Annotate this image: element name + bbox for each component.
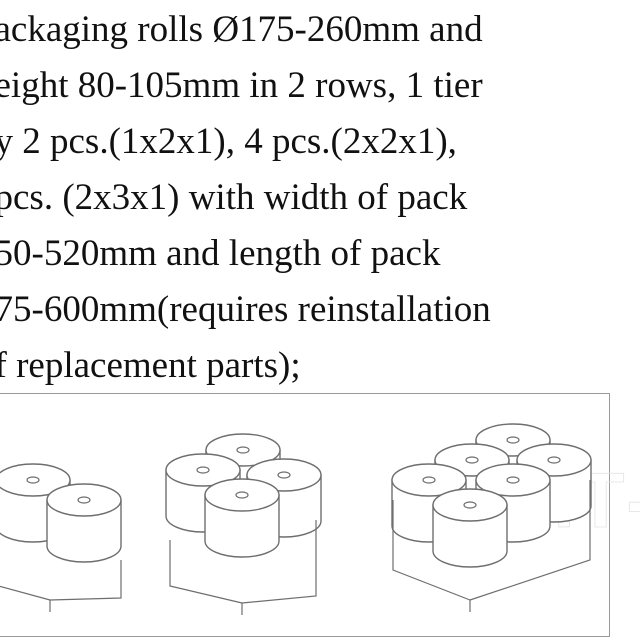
text-line-6: 375-600mm(requires reinstallation — [0, 289, 491, 330]
roll-cylinder — [46, 483, 122, 563]
text-line-2: height 80-105mm in 2 rows, 1 tier — [0, 65, 483, 106]
arrangement-1x2x1 — [0, 463, 122, 612]
text-line-3: by 2 pcs.(1x2x1), 4 pcs.(2x2x1), — [0, 121, 457, 162]
roll-cylinder — [432, 488, 508, 568]
description-text: packaging rolls Ø175-260mm and height 80… — [0, 2, 640, 394]
roll-cylinder — [204, 478, 280, 558]
arrangement-2x3x1 — [391, 423, 592, 612]
dimension-lines — [392, 480, 591, 612]
text-line-5: 350-520mm and length of pack — [0, 233, 441, 274]
dimension-lines — [0, 560, 122, 612]
roll-arrangement-figure — [0, 393, 610, 637]
dimension-lines — [169, 520, 317, 615]
text-line-1: packaging rolls Ø175-260mm and — [0, 9, 483, 50]
text-line-7: of replacement parts); — [0, 345, 301, 386]
arrangement-2x2x1 — [165, 433, 322, 615]
text-line-4: 6pcs. (2x3x1) with width of pack — [0, 177, 468, 218]
